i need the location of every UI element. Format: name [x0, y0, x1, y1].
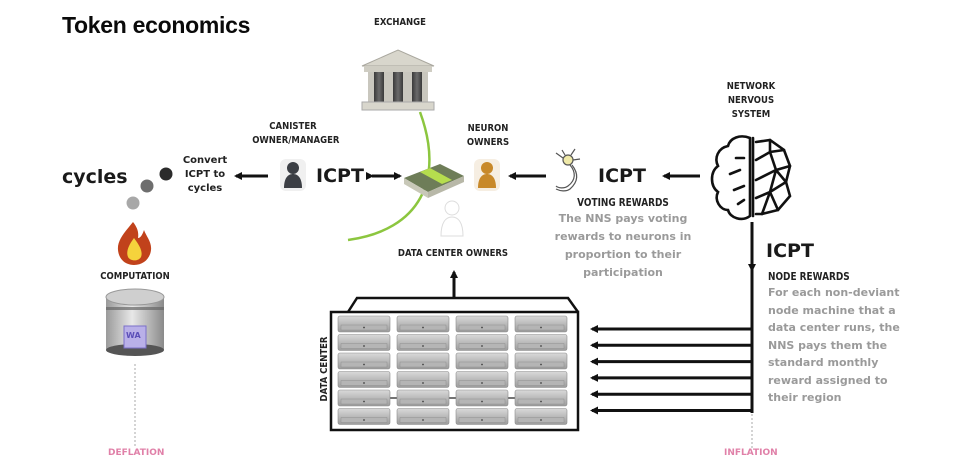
icpt-voting-label: ICPT	[598, 165, 646, 187]
neuron-owners-label-line1: NEURON	[467, 123, 509, 134]
server-unit	[514, 408, 568, 425]
computation-label: COMPUTATION	[100, 271, 170, 282]
server-unit	[337, 352, 391, 370]
convert-line3: cycles	[187, 183, 223, 194]
database-cylinder-icon	[105, 288, 165, 356]
exchange-label: EXCHANGE	[374, 17, 426, 28]
server-unit	[514, 334, 568, 351]
data-center-label: DATA CENTER	[319, 336, 330, 402]
brain-network-icon	[710, 135, 792, 221]
node-rewards-line: node machine that a	[768, 303, 896, 317]
convert-label: Convert ICPT to cycles	[176, 154, 234, 196]
nns-label-line2: NERVOUS	[727, 95, 775, 106]
nns-label: NETWORK NERVOUS SYSTEM	[723, 80, 779, 122]
server-unit	[396, 334, 450, 351]
server-unit	[396, 371, 450, 388]
money-stack-icon	[404, 164, 464, 198]
cycle-dot	[126, 196, 140, 210]
voting-rewards-block: VOTING REWARDS The NNS pays voting rewar…	[548, 196, 698, 282]
exchange-flow-curve	[347, 111, 431, 242]
neuron-icon	[555, 148, 581, 192]
node-rewards-line: standard monthly	[768, 356, 879, 369]
neuron-owner-person-icon	[474, 159, 500, 191]
server-unit	[337, 408, 391, 425]
voting-rewards-line: proportion to their	[564, 248, 682, 261]
voting-rewards-line: rewards to neurons in	[554, 230, 692, 243]
wa-badge: WA	[126, 331, 141, 340]
nns-label-line1: NETWORK	[726, 81, 776, 92]
canister-owner-label: CANISTER OWNER/MANAGER	[252, 120, 340, 148]
server-unit	[455, 389, 509, 407]
convert-line2: ICPT to	[184, 169, 226, 180]
server-unit	[337, 389, 391, 407]
neuron-owners-label-line2: OWNERS	[466, 137, 510, 148]
voting-rewards-heading: VOTING REWARDS	[577, 197, 669, 209]
server-unit	[455, 408, 509, 425]
fire-icon	[117, 222, 152, 265]
server-unit	[514, 371, 568, 388]
server-unit	[396, 315, 450, 333]
icpt-node-label: ICPT	[766, 240, 814, 262]
canister-owner-label-line2: OWNER/MANAGER	[252, 135, 340, 146]
node-rewards-line: their region	[768, 391, 842, 404]
node-rewards-block: NODE REWARDS For each non-deviant node m…	[768, 270, 928, 407]
node-rewards-line: reward assigned to	[768, 373, 888, 387]
server-unit	[396, 352, 450, 370]
voting-rewards-line: The NNS pays voting	[558, 212, 688, 225]
data-center-owners-label: DATA CENTER OWNERS	[397, 248, 509, 259]
server-unit	[455, 352, 509, 370]
voting-rewards-line: participation	[583, 266, 663, 279]
server-unit	[396, 389, 450, 407]
server-grid	[337, 315, 568, 425]
server-unit	[337, 334, 391, 351]
convert-line1: Convert	[182, 155, 228, 166]
deflation-label: DEFLATION	[108, 448, 165, 458]
canister-owner-person-icon	[280, 159, 306, 191]
cycle-dot	[140, 179, 154, 193]
server-unit	[455, 371, 509, 388]
icpt-canister-label: ICPT	[316, 165, 364, 187]
server-unit	[514, 389, 568, 407]
server-unit	[455, 315, 509, 333]
data-center-box	[329, 296, 580, 432]
bank-building-icon	[361, 49, 435, 111]
neuron-owners-label: NEURON OWNERS	[463, 122, 514, 150]
data-center-owner-person-icon	[440, 200, 464, 237]
server-unit	[514, 315, 568, 333]
node-rewards-line: data center runs, the	[768, 321, 900, 334]
server-unit	[337, 315, 391, 333]
server-unit	[337, 371, 391, 388]
nns-label-line3: SYSTEM	[731, 109, 771, 120]
cycles-label: cycles	[62, 166, 128, 188]
inflation-label: INFLATION	[724, 448, 778, 458]
node-rewards-line: For each non-deviant	[768, 286, 900, 299]
server-unit	[514, 352, 568, 370]
server-unit	[455, 334, 509, 351]
server-unit	[396, 408, 450, 425]
node-reward-arrows	[590, 325, 752, 415]
cycle-dot	[159, 167, 173, 181]
page-title: Token economics	[62, 12, 251, 38]
node-rewards-line: NNS pays them the	[768, 338, 888, 352]
node-rewards-heading: NODE REWARDS	[768, 271, 850, 283]
canister-owner-label-line1: CANISTER	[269, 121, 317, 132]
